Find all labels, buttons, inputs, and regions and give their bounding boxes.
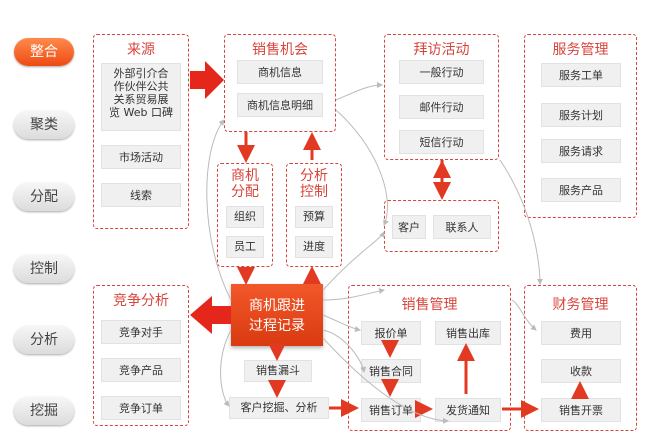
sidebar-item-allocate[interactable]: 分配 (14, 183, 74, 211)
sidebar-item-integrate[interactable]: 整合 (14, 38, 74, 66)
arrow-source-to-opportunity (190, 61, 224, 99)
allocation-title: 商机 分配 (231, 168, 259, 200)
finance-title: 财务管理 (552, 297, 609, 313)
source-item-channels[interactable]: 外部引介合 作伙伴公共 关系贸易展 览 Web 口碑 (101, 63, 181, 131)
contacts-panel: 客户 联系人 (384, 200, 499, 252)
contacts-item-customer[interactable]: 客户 (392, 215, 426, 239)
visit-item-sms[interactable]: 短信行动 (399, 130, 484, 154)
allocation-panel: 商机 分配 组织 员工 (217, 163, 273, 267)
source-item-marketing[interactable]: 市场活动 (101, 145, 181, 169)
sidebar-item-mine[interactable]: 挖掘 (14, 397, 74, 425)
visit-item-email[interactable]: 邮件行动 (399, 95, 484, 119)
grey-connectors (206, 82, 543, 424)
red-connectors (237, 132, 589, 418)
service-title: 服务管理 (552, 42, 609, 58)
allocation-item-staff[interactable]: 员工 (226, 236, 264, 258)
analysis-control-panel: 分析 控制 预算 进度 (286, 163, 342, 267)
core-process-record[interactable]: 商机跟进 过程记录 (231, 284, 323, 346)
opportunity-item-info[interactable]: 商机信息 (237, 60, 323, 84)
competition-title: 竞争分析 (113, 293, 169, 309)
opportunity-title: 销售机会 (252, 42, 308, 58)
sales-title: 销售管理 (401, 297, 458, 313)
service-item-plan[interactable]: 服务计划 (541, 103, 621, 127)
opportunity-panel: 销售机会 商机信息 商机信息明细 (224, 34, 336, 132)
sidebar-item-analyze[interactable]: 分析 (14, 326, 74, 354)
competition-item-rivals[interactable]: 竞争对手 (101, 320, 181, 344)
source-panel: 来源 外部引介合 作伙伴公共 关系贸易展 览 Web 口碑 市场活动 线索 (93, 34, 189, 229)
service-item-request[interactable]: 服务请求 (541, 139, 621, 163)
sales-panel: 销售管理 报价单 销售合同 销售订单 销售出库 发货通知 (348, 285, 511, 431)
opportunity-item-detail[interactable]: 商机信息明细 (237, 93, 323, 117)
visit-panel: 拜访活动 一般行动 邮件行动 短信行动 (384, 34, 499, 160)
competition-panel: 竞争分析 竞争对手 竞争产品 竞争订单 (93, 285, 189, 426)
sales-item-contract[interactable]: 销售合同 (361, 359, 421, 383)
analysis-control-title: 分析 控制 (300, 168, 328, 200)
allocation-item-org[interactable]: 组织 (226, 206, 264, 228)
source-item-leads[interactable]: 线索 (101, 183, 181, 207)
analysis-control-item-budget[interactable]: 预算 (295, 206, 333, 228)
source-title: 来源 (127, 42, 155, 58)
finance-item-invoice[interactable]: 销售开票 (541, 398, 621, 422)
analysis-control-item-progress[interactable]: 进度 (295, 236, 333, 258)
competition-item-products[interactable]: 竞争产品 (101, 358, 181, 382)
contacts-item-contact[interactable]: 联系人 (433, 215, 491, 239)
competition-item-orders[interactable]: 竞争订单 (101, 396, 181, 420)
sales-item-outbound[interactable]: 销售出库 (435, 321, 501, 345)
service-item-product[interactable]: 服务产品 (541, 178, 621, 202)
sidebar-item-cluster[interactable]: 聚类 (14, 111, 74, 139)
arrow-core-to-competition (190, 296, 231, 334)
service-panel: 服务管理 服务工单 服务计划 服务请求 服务产品 (524, 34, 637, 218)
visit-title: 拜访活动 (413, 42, 470, 58)
service-item-workorder[interactable]: 服务工单 (541, 63, 621, 87)
finance-item-expense[interactable]: 费用 (541, 321, 621, 345)
sidebar-item-control[interactable]: 控制 (14, 255, 74, 283)
visit-item-general[interactable]: 一般行动 (399, 60, 484, 84)
